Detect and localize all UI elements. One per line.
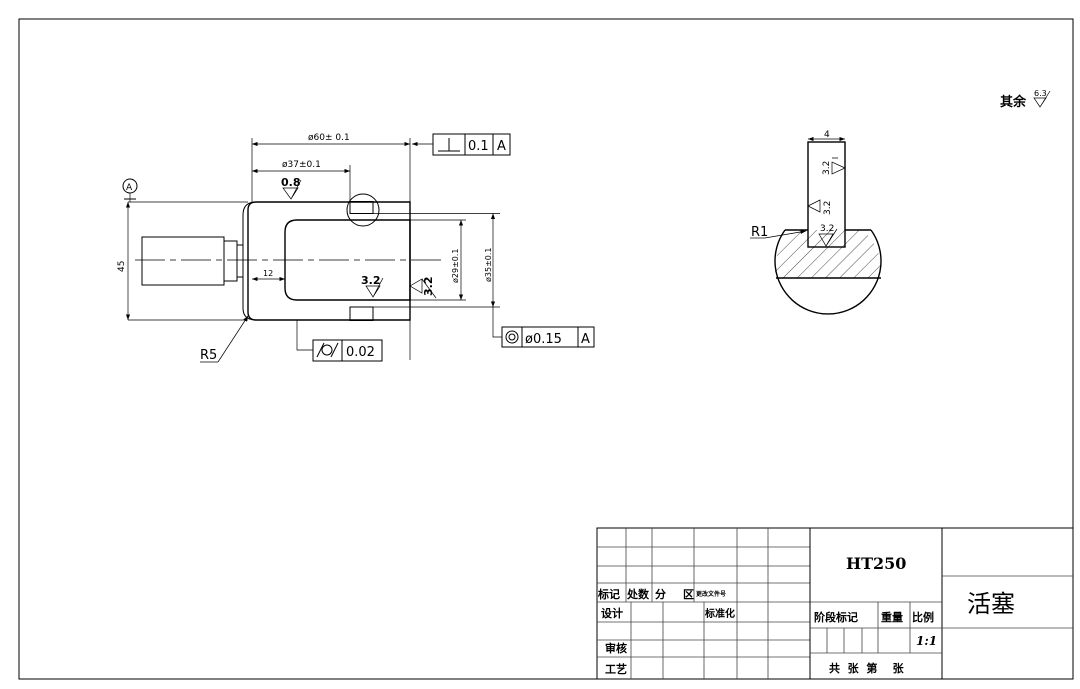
svg-text:A: A bbox=[581, 332, 590, 347]
radius-r5: R5 bbox=[200, 348, 217, 363]
roughness-symbol-icon bbox=[282, 179, 302, 200]
material: HT250 bbox=[846, 554, 906, 573]
svg-text:分: 分 bbox=[655, 587, 666, 601]
svg-text:标记: 标记 bbox=[597, 587, 620, 601]
ring-groove-slot bbox=[807, 141, 846, 248]
svg-text:ø0.15: ø0.15 bbox=[525, 332, 562, 347]
svg-text:0.1: 0.1 bbox=[468, 139, 489, 154]
roughness-3-2-face: 3.2 bbox=[422, 277, 435, 297]
perpendicularity-tolerance-frame: 0.1 A bbox=[412, 133, 511, 156]
svg-text:阶段标记: 阶段标记 bbox=[814, 610, 858, 624]
svg-text:审核: 审核 bbox=[605, 641, 627, 655]
svg-text:A: A bbox=[497, 139, 506, 154]
radius-r1: R1 bbox=[751, 225, 768, 240]
sheet-border bbox=[18, 18, 1074, 680]
concentricity-tolerance-frame: ø0.15 A bbox=[492, 307, 595, 348]
svg-text:共 张 第 张: 共 张 第 张 bbox=[829, 661, 905, 675]
dim-diameter-60: ø60± 0.1 bbox=[308, 133, 350, 143]
dim-width-4: 4 bbox=[824, 130, 830, 140]
cylindricity-tolerance-frame: 0.02 bbox=[296, 320, 383, 362]
detail-circle bbox=[346, 193, 380, 227]
dim-diameter-37: ø37±0.1 bbox=[282, 160, 321, 170]
svg-text:重量: 重量 bbox=[881, 610, 903, 624]
roughness-0-8: 0.8 bbox=[281, 176, 301, 189]
front-view: ø60± 0.1 ø37±0.1 0.8 45 A 12 3.2 3.2 ø29… bbox=[117, 133, 595, 363]
svg-text:比例: 比例 bbox=[912, 610, 934, 624]
scale: 1:1 bbox=[916, 634, 937, 648]
svg-text:其余: 其余 bbox=[1000, 94, 1027, 110]
svg-text:处数: 处数 bbox=[626, 587, 650, 601]
concentricity-icon bbox=[505, 330, 519, 344]
svg-text:6.3: 6.3 bbox=[1034, 89, 1047, 98]
top-ring-groove bbox=[349, 201, 374, 214]
general-roughness-note: 其余 6.3 bbox=[1000, 89, 1051, 110]
inner-bore bbox=[284, 219, 411, 301]
dim-diameter-35: ø35±0.1 bbox=[484, 248, 493, 283]
svg-text:标准化: 标准化 bbox=[704, 607, 735, 620]
title-block: 标记 处数 分 区 更改文件号 设计 标准化 审核 工艺 HT250 阶段标记 … bbox=[596, 527, 1074, 680]
svg-text:更改文件号: 更改文件号 bbox=[696, 590, 726, 598]
svg-text:区: 区 bbox=[683, 588, 694, 601]
roughness-3-2-a: 3.2 bbox=[822, 161, 832, 175]
roughness-3-2-bore: 3.2 bbox=[361, 274, 381, 287]
dim-12: 12 bbox=[263, 269, 273, 278]
bottom-ring-groove bbox=[349, 306, 374, 321]
dim-45: 45 bbox=[117, 261, 127, 272]
piston-rod bbox=[141, 236, 225, 286]
part-name: 活塞 bbox=[967, 590, 1015, 618]
dim-diameter-29: ø29±0.1 bbox=[451, 249, 460, 284]
cylindricity-icon bbox=[321, 344, 333, 356]
roughness-3-2-c: 3.2 bbox=[820, 224, 834, 234]
perpendicularity-icon bbox=[438, 138, 460, 152]
roughness-symbol-icon bbox=[1033, 90, 1051, 108]
roughness-3-2-b: 3.2 bbox=[823, 201, 833, 215]
svg-text:A: A bbox=[126, 183, 133, 193]
svg-text:设计: 设计 bbox=[601, 606, 623, 620]
svg-text:工艺: 工艺 bbox=[605, 662, 627, 676]
section-view: 4 3.2 3.2 3.2 R1 bbox=[750, 130, 882, 315]
svg-text:0.02: 0.02 bbox=[346, 345, 375, 360]
